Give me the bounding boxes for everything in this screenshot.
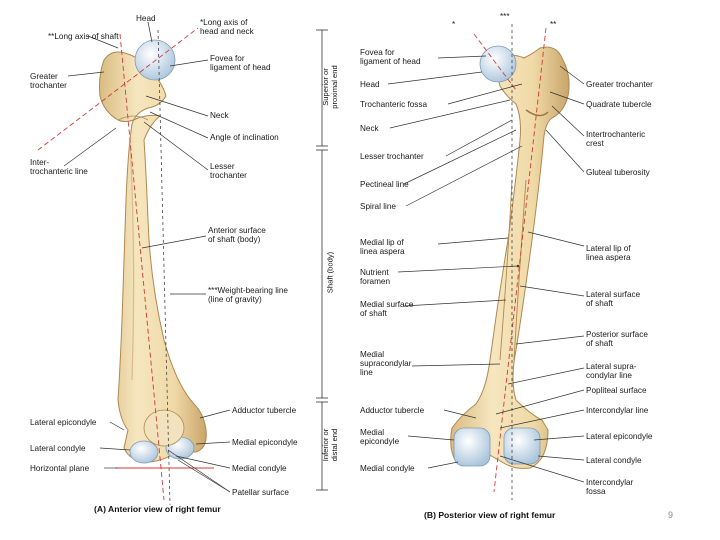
label-b-gluteal-tuberosity: Gluteal tuberosity <box>586 168 650 177</box>
mark-star1: * <box>452 20 456 29</box>
label-a-patellar-surface: Patellar surface <box>232 488 289 497</box>
region-inferior: Inferior or distal end <box>321 428 339 462</box>
label-a-long-axis-shaft: **Long axis of shaft <box>48 32 119 41</box>
label-b-neck: Neck <box>360 124 379 133</box>
label-b-lateral-lip: Lateral lip of linea aspera <box>586 244 631 262</box>
label-b-spiral-line: Spiral line <box>360 202 396 211</box>
label-b-intertrochanteric-crest: Intertrochanteric crest <box>586 130 646 148</box>
label-a-anterior-surface: Anterior surface of shaft (body) <box>208 226 266 244</box>
label-b-medial-supracondylar: Medial supracondylar line <box>360 350 412 377</box>
caption-posterior: (B) Posterior view of right femur <box>424 510 556 520</box>
label-b-lateral-condyle: Lateral condyle <box>586 456 642 465</box>
label-b-quadrate-tubercle: Quadrate tubercle <box>586 100 652 109</box>
label-a-head: Head <box>136 14 156 23</box>
label-b-trochanteric-fossa: Trochanteric fossa <box>360 100 428 109</box>
label-a-lateral-epicondyle: Lateral epicondyle <box>30 418 97 427</box>
label-a-long-axis-head-neck: *Long axis of head and neck <box>200 18 254 36</box>
anterior-leader-lines <box>63 21 231 493</box>
region-superior: Superior or proximal end <box>321 65 339 109</box>
page-number: 9 <box>668 510 674 520</box>
label-a-neck: Neck <box>210 111 229 120</box>
label-a-lateral-condyle: Lateral condyle <box>30 444 86 453</box>
posterior-axis-lines <box>473 24 547 500</box>
label-b-nutrient-foramen: Nutrient foramen <box>360 268 391 286</box>
label-b-fovea: Fovea for ligament of head <box>360 48 421 66</box>
label-a-adductor-tubercle: Adductor tubercle <box>232 406 297 415</box>
label-b-popliteal-surface: Popliteal surface <box>586 386 647 395</box>
posterior-leader-lines <box>387 55 585 483</box>
anterior-axis-lines <box>37 27 214 506</box>
label-a-horizontal-plane: Horizontal plane <box>30 464 90 473</box>
label-b-medial-lip: Medial lip of linea aspera <box>360 238 405 256</box>
label-b-medial-epicondyle: Medial epicondyle <box>360 428 400 446</box>
label-b-pectineal-line: Pectineal line <box>360 180 409 189</box>
label-b-lateral-surface: Lateral surface of shaft <box>586 290 641 308</box>
label-a-greater-trochanter: Greater trochanter <box>30 72 67 90</box>
label-a-lesser-trochanter: Lesser trochanter <box>210 162 247 180</box>
label-b-greater-trochanter: Greater trochanter <box>586 80 653 89</box>
label-b-head: Head <box>360 80 380 89</box>
label-a-medial-epicondyle: Medial epicondyle <box>232 438 298 447</box>
label-b-medial-condyle: Medial condyle <box>360 464 415 473</box>
region-brackets <box>316 29 328 491</box>
caption-anterior: (A) Anterior view of right femur <box>94 504 221 514</box>
region-shaft: Shaft (body) <box>325 251 335 294</box>
mark-star3: *** <box>500 12 510 21</box>
label-a-intertrochanteric-line: Inter- trochanteric line <box>30 158 88 176</box>
label-b-lateral-epicondyle: Lateral epicondyle <box>586 432 653 441</box>
label-a-weight-bearing-line: ***Weight-bearing line (line of gravity) <box>208 286 288 304</box>
label-a-angle-of-inclination: Angle of inclination <box>210 133 279 142</box>
label-b-posterior-surface: Posterior surface of shaft <box>586 330 648 348</box>
label-b-lateral-supracondylar: Lateral supra- condylar line <box>586 362 637 380</box>
label-b-lesser-trochanter: Lesser trochanter <box>360 152 424 161</box>
mark-star2: ** <box>550 20 557 29</box>
label-b-intercondylar-fossa: Intercondylar fossa <box>586 478 634 496</box>
label-b-adductor-tubercle: Adductor tubercle <box>360 406 425 415</box>
label-a-fovea: Fovea for ligament of head <box>210 54 271 72</box>
anterior-femur <box>99 39 207 464</box>
label-b-medial-surface: Medial surface of shaft <box>360 300 414 318</box>
label-b-intercondylar-line: Intercondylar line <box>586 406 649 415</box>
label-a-medial-condyle: Medial condyle <box>232 464 287 473</box>
